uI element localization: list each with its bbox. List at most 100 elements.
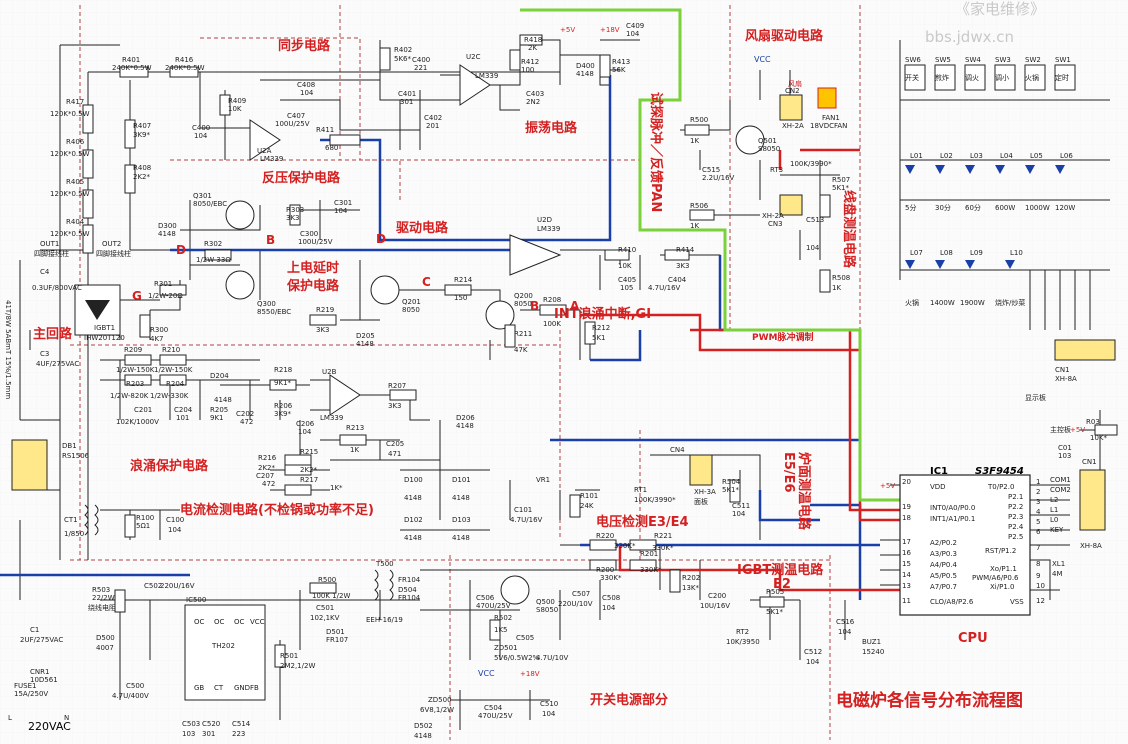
cpu-num-l8: 11: [902, 597, 911, 605]
cpu-num-l7: 13: [902, 582, 911, 590]
value-r410: 10K: [618, 262, 632, 270]
value-r411: 680: [325, 144, 338, 152]
value-fan1: 18VDCFAN: [810, 122, 847, 130]
cpu-pin-l4: A3/P0.3: [930, 550, 957, 558]
value-l1: 41T/8W 5ABmT 15%/1.5mm: [4, 300, 12, 399]
value-d501: FR107: [326, 636, 348, 644]
label-cnr1: CNR1: [30, 668, 49, 676]
section-surface-temp-code: E5/E6: [781, 452, 796, 493]
cpu-pin-r1: P2.1: [1008, 493, 1023, 501]
label-c409: C409: [626, 22, 644, 30]
led-label-5: 120W: [1055, 204, 1075, 212]
svg-text:FB: FB: [250, 684, 259, 692]
label-r503: R503: [92, 586, 110, 594]
label-r216: R216: [258, 454, 277, 462]
value-r416: 240K*0.5W: [165, 64, 205, 72]
cpu-pin-r10: VSS: [1010, 598, 1024, 606]
value-r501: 2M2,1/2W: [280, 662, 315, 670]
value-q200: 8050: [514, 300, 532, 308]
value-r500b: 100K 1/2W: [312, 592, 350, 600]
value-rt1: 100K/3990*: [634, 496, 676, 504]
value-r212: 5K1: [592, 334, 606, 342]
section-test-pulse: 试探脉冲／反馈PAN: [648, 92, 664, 212]
label-c100: C100: [166, 516, 184, 524]
label-c502: C502: [144, 582, 162, 590]
label-c516: C516: [836, 618, 855, 626]
led-5: L06: [1060, 152, 1073, 160]
value-d100: 4148: [404, 494, 422, 502]
label-d102: D102: [404, 516, 423, 524]
led-label-1: 30分: [935, 203, 951, 212]
section-power-on-delay-2: 保护电路: [286, 278, 340, 294]
value-d205: 4148: [356, 340, 374, 348]
label-c401: C401: [398, 90, 416, 98]
label-r207: R207: [388, 382, 406, 390]
label-r506: R506: [690, 202, 709, 210]
value-r300: 4K7: [150, 335, 164, 343]
svg-text:OC: OC: [194, 618, 205, 626]
value-r406: 120K*0.5W: [50, 150, 90, 158]
label-vr1: VR1: [536, 476, 550, 484]
label-c500: C500: [126, 682, 144, 690]
section-igbt-temp-code: E2: [773, 577, 791, 592]
sw-label-5: 定时: [1055, 73, 1069, 82]
led-label-3: 600W: [995, 204, 1015, 212]
led-label-9: 烧炸/炒菜: [995, 298, 1025, 307]
value-c409: 104: [626, 30, 640, 38]
section-fan-drive: 风扇驱动电路: [745, 28, 824, 44]
value-r208: 100K: [543, 320, 561, 328]
value-c513: 104: [806, 244, 820, 252]
label-r206: R206: [274, 402, 293, 410]
label-cn4: CN4: [670, 446, 685, 454]
display-board-label: 显示板: [1025, 393, 1046, 402]
section-drive: 驱动电路: [396, 220, 449, 236]
value-q500: S8050: [536, 606, 558, 614]
label-r417: R417: [66, 98, 84, 106]
section-igbt-temp: IGBT测温电路: [737, 562, 824, 578]
value-r207: 3K3: [388, 402, 402, 410]
cn1-pin-1: COM2: [1050, 486, 1071, 494]
value-r401: 240K*0.5W: [112, 64, 152, 72]
section-sync: 同步电路: [278, 38, 331, 54]
value-q300: 8550/EBC: [257, 308, 291, 316]
label-lm339-b: LM339: [320, 414, 343, 422]
label-r411: R411: [316, 126, 334, 134]
label-r418: R418: [524, 36, 542, 44]
label-c1: C1: [30, 626, 39, 634]
watermark-line2: bbs.jdwx.cn: [925, 28, 1014, 46]
value-c300: 100U/25V: [298, 238, 333, 246]
label-c200: C200: [708, 592, 726, 600]
transformers: [84, 504, 394, 601]
value-r214: 150: [454, 294, 467, 302]
cpu-num-r4: 5: [1036, 518, 1040, 526]
label-c506: C506: [476, 594, 495, 602]
cn1-pin-2: L2: [1050, 496, 1058, 504]
label-c505: C505: [516, 634, 534, 642]
svg-text:VCC: VCC: [250, 618, 265, 626]
label-r202: R202: [682, 574, 700, 582]
label-r500b: R500: [318, 576, 336, 584]
label-u2b: U2B: [322, 368, 337, 376]
value-d102: 4148: [404, 534, 422, 542]
cpu-pin-l7: A7/P0.7: [930, 583, 957, 591]
value-c1: 2UF/275VAC: [20, 636, 63, 644]
value-cnr1: 10D561: [30, 676, 58, 684]
value-c400: 104: [194, 132, 208, 140]
sw-label-1: 煎炸: [935, 73, 949, 82]
label-rt3: RT3: [770, 166, 783, 174]
label-out2: OUT2: [102, 240, 121, 248]
label-xl1: XL1: [1052, 560, 1065, 568]
value-c506: 470U/25V: [476, 602, 511, 610]
value-r201: 330K*: [640, 566, 662, 574]
page-title: 电磁炉各信号分布流程图: [836, 690, 1023, 711]
value-d500: 4007: [96, 644, 114, 652]
label-c207: C207: [256, 472, 274, 480]
sw-label-4: 火锅: [1025, 73, 1039, 82]
cpu-num-l6: 14: [902, 571, 911, 579]
cpu-num-r2: 3: [1036, 498, 1040, 506]
pwm-adjust-label: PWM脉冲调制: [752, 331, 813, 343]
value-ic500: TH202: [211, 642, 235, 650]
watermark-line1: 《家电维修》: [955, 0, 1045, 18]
label-r412: R412: [521, 58, 539, 66]
